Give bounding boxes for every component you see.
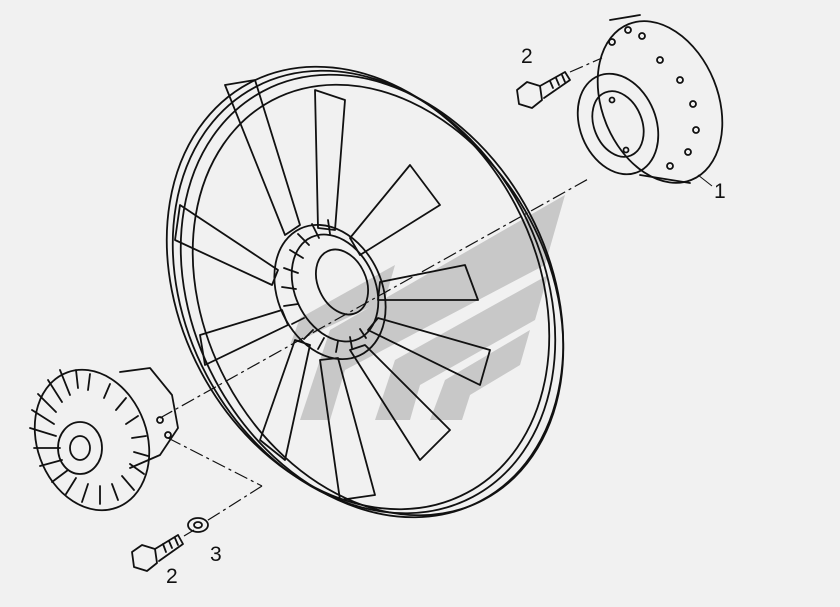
bolt-part-2-bottom — [131, 534, 184, 572]
callout-part-2-top: 2 — [521, 45, 533, 68]
callout-part-3: 3 — [210, 543, 222, 566]
leader-part-1 — [697, 174, 713, 187]
bolt-part-2-top — [516, 71, 571, 109]
centerlines — [159, 57, 603, 537]
flange-part-1 — [576, 14, 724, 184]
callout-part-1: 1 — [714, 180, 726, 203]
cooling-fan — [165, 65, 565, 519]
viscous-coupling — [29, 367, 179, 512]
callout-part-2-bottom: 2 — [166, 565, 178, 588]
washer-part-3 — [187, 517, 209, 533]
brand-logo-watermark — [290, 195, 565, 420]
